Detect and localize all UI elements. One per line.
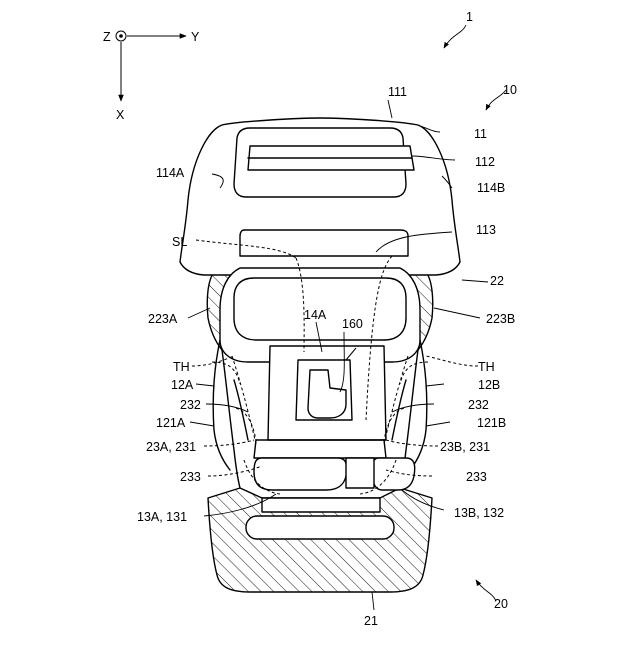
body-21 (208, 488, 432, 592)
label-21: 21 (364, 614, 378, 628)
label-113: 113 (476, 223, 496, 237)
male-frame-11 (180, 118, 460, 275)
label-114A: 114A (156, 166, 185, 180)
tongues-13 (254, 458, 415, 490)
label-1: 1 (466, 10, 473, 24)
label-232-right: 232 (468, 398, 489, 412)
label-223B: 223B (486, 312, 515, 326)
label-233-right: 233 (466, 470, 487, 484)
label-12A: 12A (171, 378, 194, 392)
label-TH-right: TH (478, 360, 495, 374)
label-121B: 121B (477, 416, 506, 430)
label-223A: 223A (148, 312, 178, 326)
z-axis-label: Z (103, 30, 111, 44)
label-12B: 12B (478, 378, 500, 392)
label-11: 11 (474, 127, 487, 141)
label-121A: 121A (156, 416, 186, 430)
label-SL: SL (172, 235, 187, 249)
label-232-left: 232 (180, 398, 201, 412)
label-111: 111 (388, 85, 407, 99)
y-axis-label: Y (191, 30, 200, 44)
label-13B-132: 13B, 132 (454, 506, 504, 520)
insert-body (213, 268, 427, 470)
label-233-left: 233 (180, 470, 201, 484)
label-10: 10 (503, 83, 517, 97)
label-160: 160 (342, 317, 363, 331)
axis-indicator: Z Y X (103, 30, 200, 122)
label-20: 20 (494, 597, 508, 611)
label-14A: 14A (304, 308, 327, 322)
label-22: 22 (490, 274, 504, 288)
label-TH-left: TH (173, 360, 190, 374)
label-112: 112 (475, 155, 495, 169)
x-axis-label: X (116, 108, 125, 122)
label-23A-231: 23A, 231 (146, 440, 196, 454)
label-13A-131: 13A, 131 (137, 510, 187, 524)
label-114B: 114B (477, 181, 505, 195)
label-23B-231: 23B, 231 (440, 440, 490, 454)
